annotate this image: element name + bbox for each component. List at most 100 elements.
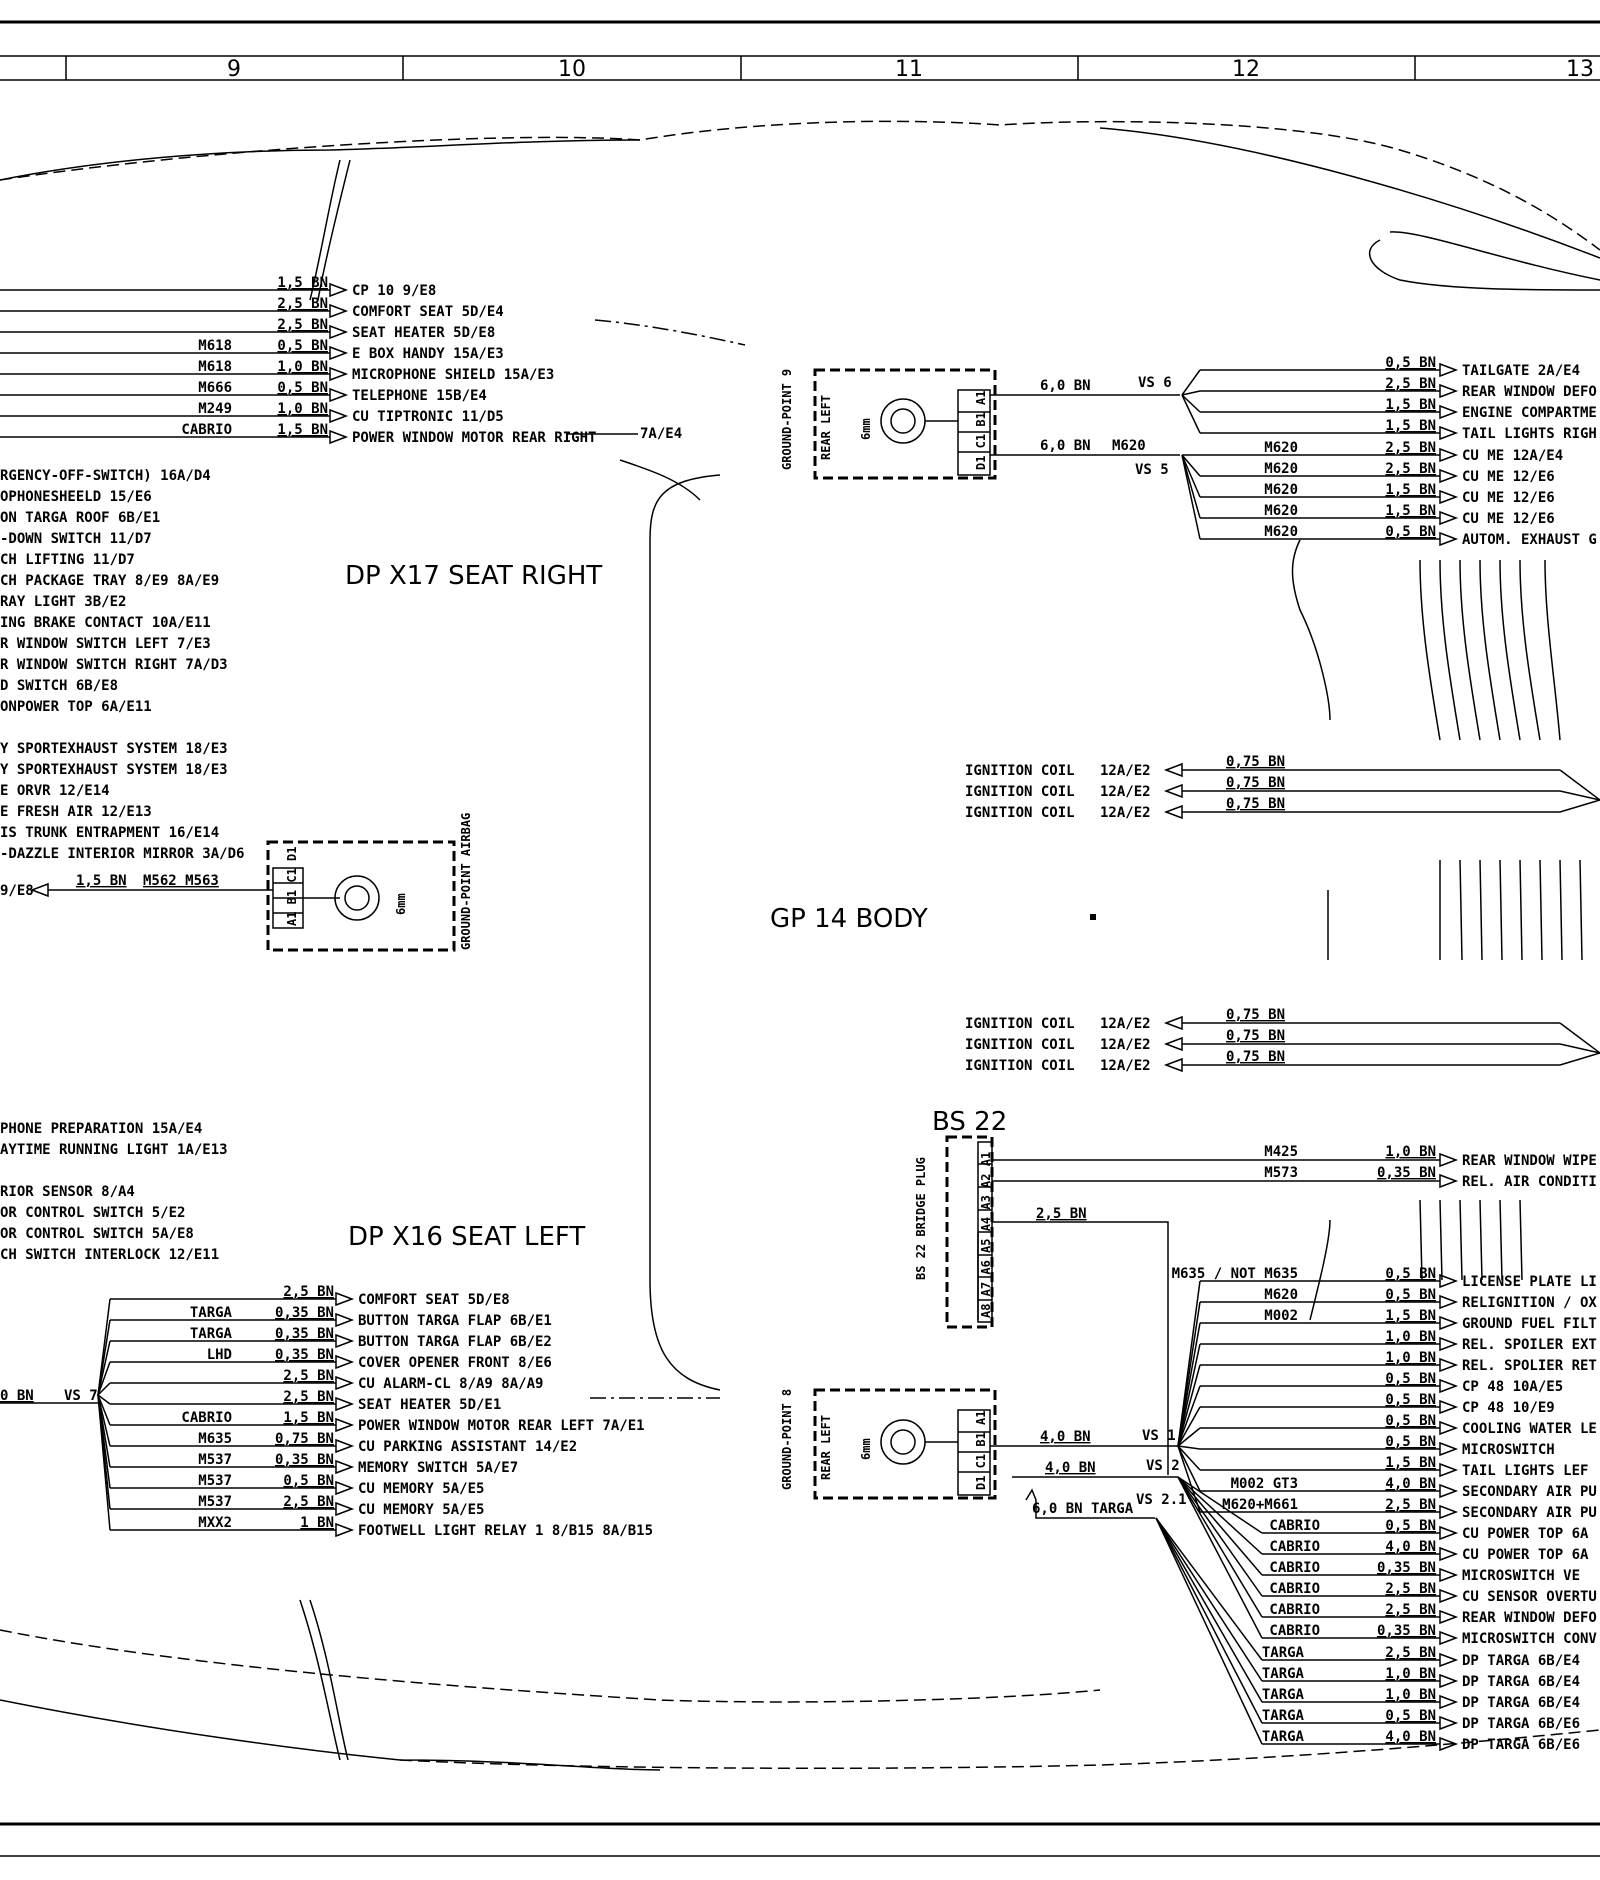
arrow-out-icon [335,1333,355,1349]
wire-size: 0,5 BN [277,338,328,354]
wire-fan [1559,1022,1600,1054]
wire-code: M573 [1264,1165,1298,1181]
wire-size: 1,5 BN [1385,1455,1436,1471]
wire-size: 0,35 BN [1377,1623,1436,1639]
arrow-out-icon [1439,1630,1459,1646]
wire-code: M249 [198,401,232,417]
wire-size: 0,5 BN [1385,1287,1436,1303]
arrow-out-icon [1439,447,1459,463]
wire-size: 4,0 BN [1385,1476,1436,1492]
vs6-label: VS 6 [1138,375,1172,391]
arrow-out-icon [1439,1736,1459,1752]
ignition-coil-name: IGNITION COIL [965,1016,1075,1032]
wire-fan [1559,790,1600,801]
arrow-out-icon [1439,1525,1459,1541]
wire-code: M620 [1264,1287,1298,1303]
wire-target: GROUND FUEL FILT [1462,1316,1597,1332]
title-seat-left: DP X16 SEAT LEFT [348,1222,585,1252]
title-body-ground: GP 14 BODY [770,904,928,934]
wire-fan [1181,390,1201,396]
wire-target: CU MEMORY 5A/E5 [358,1502,484,1518]
wire-target: TAIL LIGHTS RIGH [1462,426,1597,442]
wire-size: 2,5 BN [1385,376,1436,392]
arrow-out-icon [335,1522,355,1538]
arrow-out-icon [1439,1357,1459,1373]
arrow-out-icon [335,1459,355,1475]
arrow-out-icon [1439,1694,1459,1710]
wire-code: M002 [1264,1308,1298,1324]
bs22-trunk-size: 2,5 BN [1036,1206,1087,1222]
wire-fan [1155,1517,1263,1682]
device-ref-item: R WINDOW SWITCH LEFT 7/E3 [0,636,211,652]
wire-size: 1,5 BN [277,422,328,438]
wire-target: REL. SPOILER EXT [1462,1337,1597,1353]
airbag-wire-size: 1,5 BN [76,873,127,889]
arrow-out-icon [1439,1294,1459,1310]
wire-target: CU ME 12A/E4 [1462,448,1563,464]
wire-size: 0,5 BN [1385,1518,1436,1534]
device-ref-item: PHONE PREPARATION 15A/E4 [0,1121,202,1137]
column-number-12: 12 [1232,57,1260,82]
wire-fan [97,1340,111,1396]
wire-fan [1155,1517,1263,1745]
wire-code: CABRIO [1269,1581,1320,1597]
arrow-out-icon [1439,362,1459,378]
ignition-coil-name: IGNITION COIL [965,1037,1075,1053]
ignition-coil-ref: 12A/E2 [1100,1037,1151,1053]
arrow-out-icon [1439,1441,1459,1457]
arrow-in-icon [1163,1015,1183,1031]
wire-size: 1,0 BN [1385,1144,1436,1160]
wire-fan [97,1319,111,1396]
wire-size: 0,35 BN [275,1326,334,1342]
wire-code: CABRIO [1269,1560,1320,1576]
wire-target: CP 48 10A/E5 [1462,1379,1563,1395]
wire-size: 1,5 BN [283,1410,334,1426]
wire-code: TARGA [1262,1687,1305,1703]
wire-fan [97,1394,111,1531]
wire-target: MICROSWITCH VE [1462,1568,1580,1584]
wire-size: 2,5 BN [283,1389,334,1405]
arrow-out-icon [329,387,349,403]
ignition-wire-size: 0,75 BN [1226,1007,1285,1023]
wire-target: SEAT HEATER 5D/E8 [352,325,495,341]
wire-code: M618 [198,359,232,375]
ignition-wire-size: 0,75 BN [1226,796,1285,812]
wire-code: M635 [198,1431,232,1447]
arrow-out-icon [1439,404,1459,420]
device-ref-item: RGENCY-OFF-SWITCH) 16A/D4 [0,468,211,484]
wire-size: 1,0 BN [1385,1666,1436,1682]
wire-size: 2,5 BN [277,317,328,333]
device-ref-item: R WINDOW SWITCH RIGHT 7A/D3 [0,657,228,673]
wire-code: TARGA [190,1326,233,1342]
device-ref-item: CH SWITCH INTERLOCK 12/E11 [0,1247,219,1263]
arrow-out-icon [329,408,349,424]
wire-target: ENGINE COMPARTME [1462,405,1597,421]
device-ref-item: OPHONESHEELD 15/E6 [0,489,152,505]
device-ref-item: Y SPORTEXHAUST SYSTEM 18/E3 [0,741,228,757]
wire-target: CU SENSOR OVERTU [1462,1589,1597,1605]
wire-code: TARGA [1262,1729,1305,1745]
wire-fan [1181,369,1201,396]
wire-code: TARGA [1262,1708,1305,1724]
wire-fan [1177,1476,1263,1555]
arrow-out-icon [335,1501,355,1517]
arrow-in-icon [1163,804,1183,820]
wire-size: 0,5 BN [1385,1371,1436,1387]
gp9-trunk-size: 6,0 BN [1040,438,1091,454]
gp8-label: GROUND-POINT 8 [780,1389,794,1490]
wire-target: COMFORT SEAT 5D/E8 [358,1292,510,1308]
wire-target: POWER WINDOW MOTOR REAR LEFT 7A/E1 [358,1418,645,1434]
wire-fan [1177,1476,1263,1639]
vs1-label: VS 1 [1142,1428,1176,1444]
wire-fan [1177,1476,1263,1597]
wire-fan [1559,799,1600,813]
arrow-out-icon [329,429,349,445]
vs5-label: VS 5 [1135,462,1169,478]
wire-target: REL. SPOLIER RET [1462,1358,1597,1374]
device-ref-item: ONPOWER TOP 6A/E11 [0,699,152,715]
wire-size: 0,5 BN [277,380,328,396]
wire-target: MEMORY SWITCH 5A/E7 [358,1460,518,1476]
wire-fan [1177,1406,1201,1447]
wire-fan [1177,1427,1201,1447]
ground-point-8: D1 C1 B1 A1 GROUND-POINT 8 REAR LEFT 6mm [780,1388,997,1500]
